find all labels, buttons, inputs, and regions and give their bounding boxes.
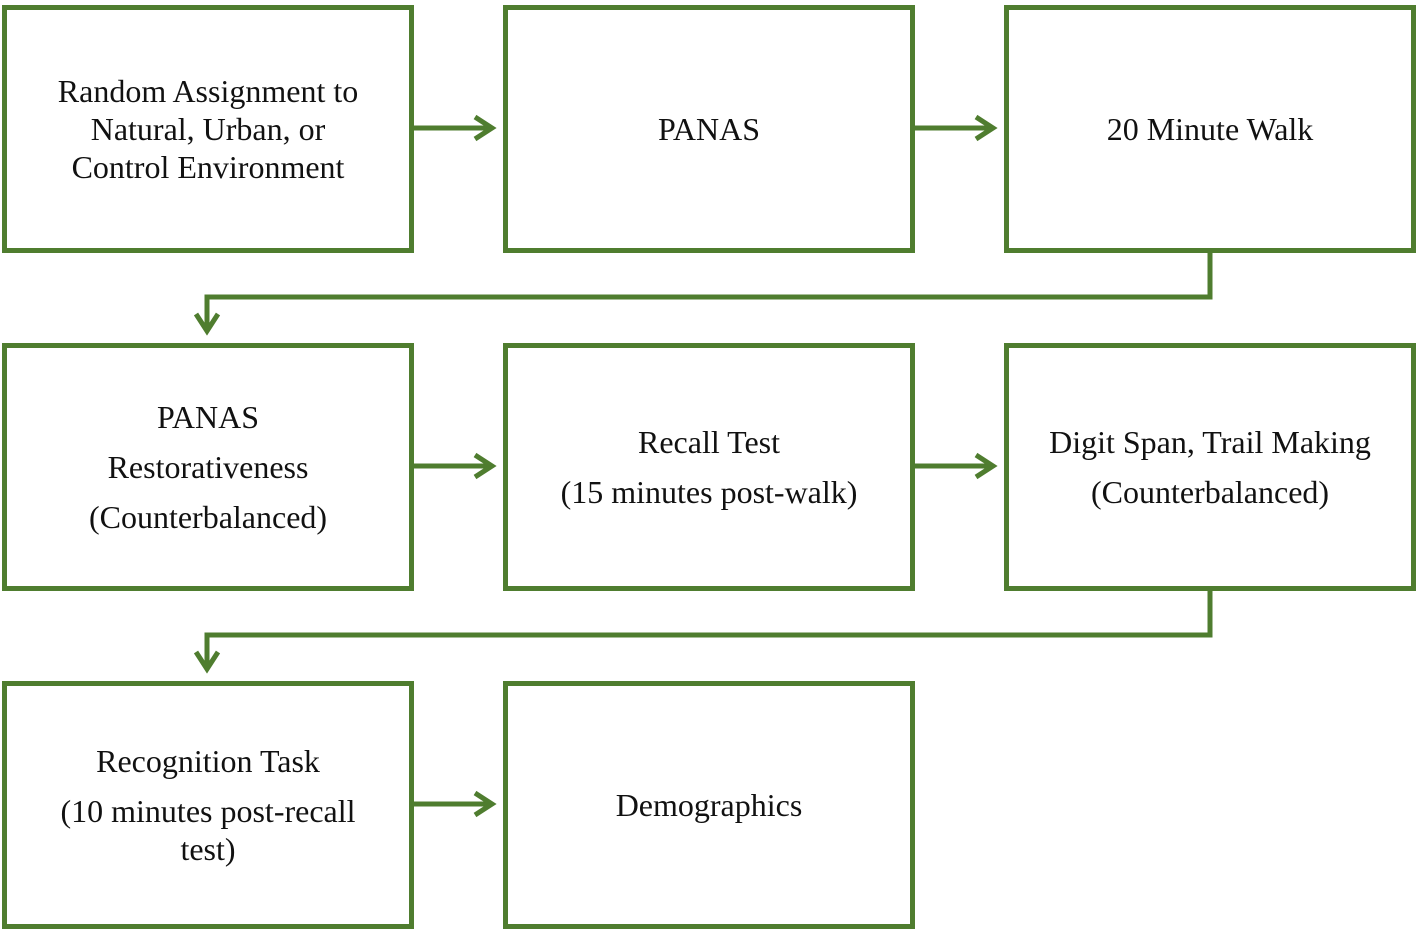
box-recall-test: Recall Test (15 minutes post-walk) bbox=[503, 343, 915, 591]
box-text-line: Recognition Task bbox=[96, 743, 320, 779]
box-text-line: Natural, Urban, or bbox=[90, 111, 326, 147]
box-text-line: PANAS bbox=[157, 399, 259, 435]
arrow-digit-span-to-recognition bbox=[193, 590, 1213, 674]
arrow-panas-restorativeness-to-recall bbox=[413, 452, 497, 480]
arrow-assignment-to-panas bbox=[413, 114, 497, 142]
box-text-line: Recall Test bbox=[637, 424, 780, 460]
arrow-panas-to-walk bbox=[914, 114, 998, 142]
box-text-line: (Counterbalanced) bbox=[88, 499, 328, 535]
box-recognition-task: Recognition Task (10 minutes post-recall… bbox=[2, 681, 414, 929]
box-text-line: Demographics bbox=[615, 787, 803, 823]
box-panas: PANAS bbox=[503, 5, 915, 253]
box-text-line: test) bbox=[180, 831, 236, 867]
box-text-line: (Counterbalanced) bbox=[1090, 474, 1330, 510]
box-20-minute-walk: 20 Minute Walk bbox=[1004, 5, 1416, 253]
box-random-assignment: Random Assignment to Natural, Urban, or … bbox=[2, 5, 414, 253]
arrow-recognition-to-demographics bbox=[413, 790, 497, 818]
box-text-line: 20 Minute Walk bbox=[1106, 111, 1314, 147]
box-text-line: Control Environment bbox=[71, 149, 345, 185]
box-text-line: Digit Span, Trail Making bbox=[1049, 424, 1371, 460]
box-panas-restorativeness: PANAS Restorativeness (Counterbalanced) bbox=[2, 343, 414, 591]
box-text-line: Random Assignment to bbox=[57, 73, 359, 109]
box-text-line: Restorativeness bbox=[107, 449, 309, 485]
box-text-line: (10 minutes post-recall bbox=[60, 793, 356, 829]
box-text-line: (15 minutes post-walk) bbox=[560, 474, 858, 510]
arrow-walk-to-panas-restorativeness bbox=[193, 252, 1213, 336]
box-demographics: Demographics bbox=[503, 681, 915, 929]
box-digit-span-trail-making: Digit Span, Trail Making (Counterbalance… bbox=[1004, 343, 1416, 591]
box-text-line: PANAS bbox=[658, 111, 760, 147]
arrow-recall-to-digit-span bbox=[914, 452, 998, 480]
